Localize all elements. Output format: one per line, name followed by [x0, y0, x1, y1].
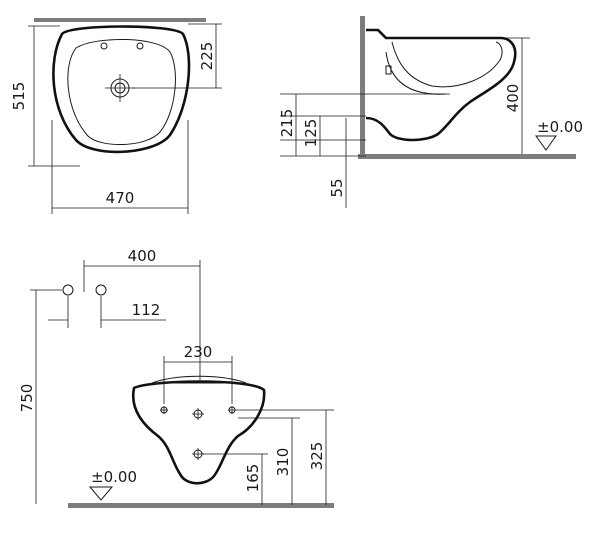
tap-right-front — [95, 284, 107, 296]
level-front: ±0.00 — [91, 468, 137, 486]
dim-470: 470 — [106, 189, 135, 207]
dim-230: 230 — [184, 343, 213, 361]
fixing-point-right — [228, 406, 236, 414]
floor-line-side — [358, 154, 576, 159]
floor-line-front — [68, 503, 334, 508]
wall-section — [360, 16, 365, 158]
dim-325: 325 — [308, 442, 326, 471]
dim-400-front: 400 — [128, 247, 157, 265]
basin-outline-top — [52, 25, 191, 154]
basin-inner-top — [67, 38, 176, 145]
tap-left-front — [62, 284, 74, 296]
basin-inner-side — [391, 41, 503, 88]
dim-165: 165 — [244, 464, 262, 493]
dim-750: 750 — [18, 384, 36, 413]
side-view: 400 ±0.00 215 125 55 — [278, 16, 583, 208]
bowl-bottom-side — [385, 51, 447, 95]
front-view: 400 112 750 230 — [18, 247, 334, 508]
dim-310: 310 — [274, 448, 292, 477]
level-triangle-front — [88, 486, 114, 501]
dim-112: 112 — [132, 301, 161, 319]
fixing-point-center — [192, 408, 204, 420]
top-view: 225 515 470 — [10, 18, 222, 214]
wall-hatch-top — [34, 18, 206, 22]
overflow-slot — [385, 65, 392, 75]
dim-400-side: 400 — [504, 84, 522, 113]
dim-125: 125 — [302, 119, 320, 148]
fixing-point-left — [160, 406, 168, 414]
level-triangle-side — [535, 135, 557, 151]
dim-215: 215 — [278, 109, 296, 138]
basin-rim-front — [151, 375, 247, 384]
dim-515: 515 — [10, 82, 28, 111]
basin-profile-side — [365, 28, 517, 142]
basin-front — [131, 380, 266, 485]
tap-hole-left — [100, 42, 108, 50]
level-side: ±0.00 — [537, 118, 583, 136]
dim-55: 55 — [328, 178, 346, 197]
dim-225: 225 — [198, 42, 216, 71]
tap-hole-right — [136, 42, 144, 50]
